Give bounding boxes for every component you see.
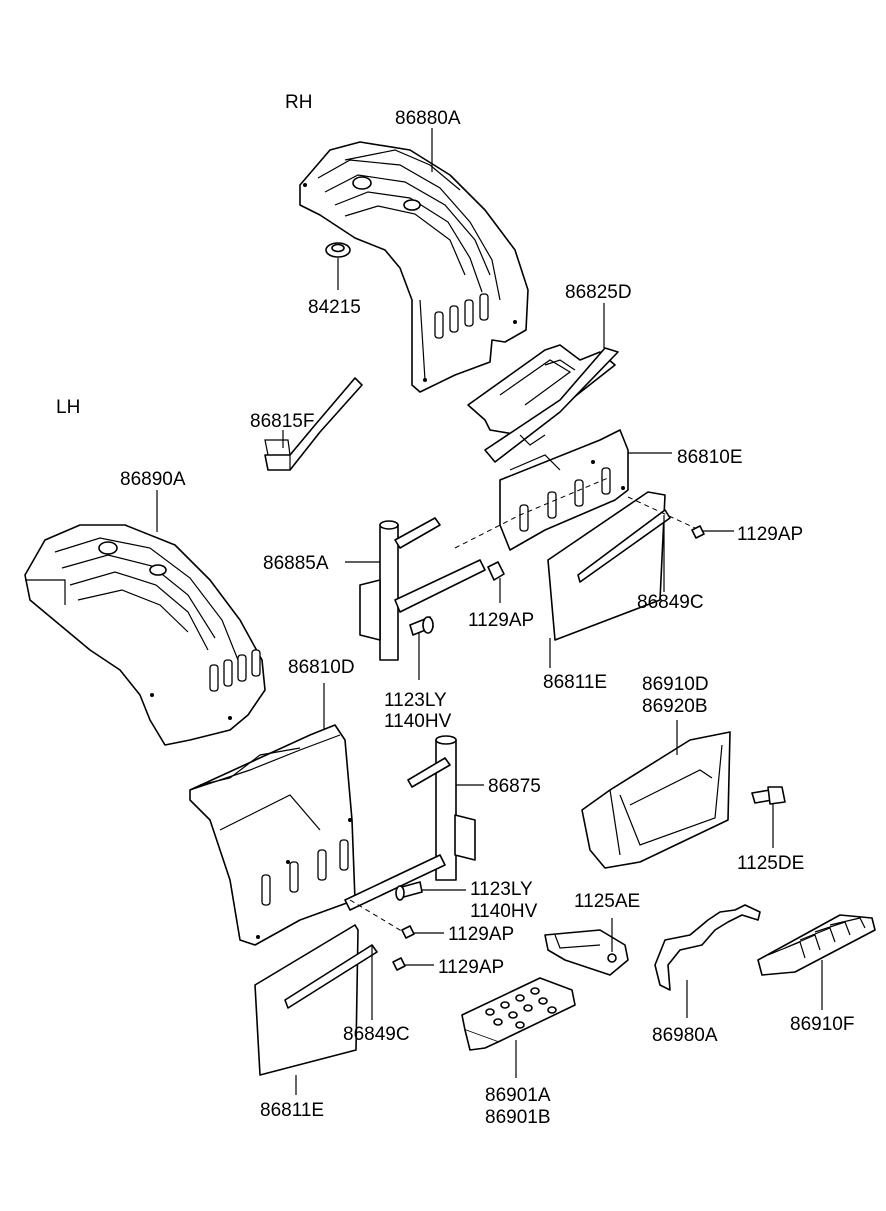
label-1125DE: 1125DE	[737, 853, 804, 874]
label-86825D: 86825D	[565, 282, 632, 303]
label-86849C-rh: 86849C	[637, 592, 704, 613]
bolt-1123LY-rh	[409, 616, 434, 680]
label-1129AP-rh-right: 1129AP	[737, 524, 803, 545]
label-86901B: 86901B	[485, 1107, 551, 1128]
label-86810E: 86810E	[677, 447, 743, 468]
rh-mud-flap-86811E	[547, 491, 671, 668]
rh-mud-guard-86810E	[499, 429, 672, 551]
screw-1129AP-lh-1	[401, 925, 444, 939]
rh-alignment-line-2	[627, 496, 696, 529]
label-1129AP-lh-1: 1129AP	[448, 924, 514, 945]
label-1125AE: 1125AE	[574, 891, 640, 912]
lh-stay-86875	[344, 735, 484, 911]
label-86910D: 86910D	[642, 674, 709, 695]
step-pad-86901A-86901B	[461, 977, 576, 1078]
label-86901A: 86901A	[485, 1085, 551, 1106]
label-86875: 86875	[488, 776, 541, 797]
lh-wheel-guard-86890A	[24, 490, 266, 746]
label-86815F: 86815F	[250, 411, 314, 432]
screw-1129AP-lh-2	[392, 957, 434, 971]
screw-1129AP-rh-right	[691, 525, 734, 539]
rh-wheel-guard-86880A	[299, 128, 529, 393]
rh-alignment-line	[454, 477, 609, 549]
bracket-1125AE	[544, 918, 629, 976]
handle-86980A	[654, 904, 761, 1018]
label-1123LY-lh: 1123LY	[470, 879, 533, 900]
label-86810D: 86810D	[288, 657, 355, 678]
label-1129AP-lh-2: 1129AP	[438, 957, 504, 978]
grommet-84215	[325, 242, 351, 290]
bolt-1125DE	[751, 786, 786, 848]
rh-stay-86885A	[345, 517, 505, 661]
upper-bracket-86825D	[467, 303, 619, 463]
label-84215: 84215	[308, 297, 361, 318]
grille-86910F	[757, 914, 876, 1010]
side-label-lh: LH	[56, 397, 80, 418]
label-1123LY-rh: 1123LY	[384, 690, 447, 711]
label-86885A: 86885A	[263, 553, 329, 574]
label-86811E-lh: 86811E	[260, 1100, 324, 1121]
lh-mud-flap-86811E	[254, 924, 378, 1095]
label-1129AP-rh: 1129AP	[468, 610, 534, 631]
lh-mud-guard-86810D	[189, 683, 356, 946]
label-86920B: 86920B	[642, 696, 708, 717]
label-86980A: 86980A	[652, 1025, 718, 1046]
label-86811E-rh: 86811E	[543, 672, 607, 693]
label-86910F: 86910F	[790, 1014, 854, 1035]
lh-alignment-line	[349, 899, 411, 936]
label-1140HV-lh: 1140HV	[470, 901, 538, 922]
side-label-rh: RH	[285, 92, 312, 113]
label-86890A: 86890A	[120, 469, 186, 490]
label-86849C-lh: 86849C	[343, 1024, 410, 1045]
bolt-1123LY-lh	[395, 881, 466, 901]
label-86880A: 86880A	[395, 108, 461, 129]
bracket-86815F	[264, 377, 363, 471]
tray-86910D-86920B	[581, 720, 731, 869]
label-1140HV-rh: 1140HV	[384, 711, 452, 732]
